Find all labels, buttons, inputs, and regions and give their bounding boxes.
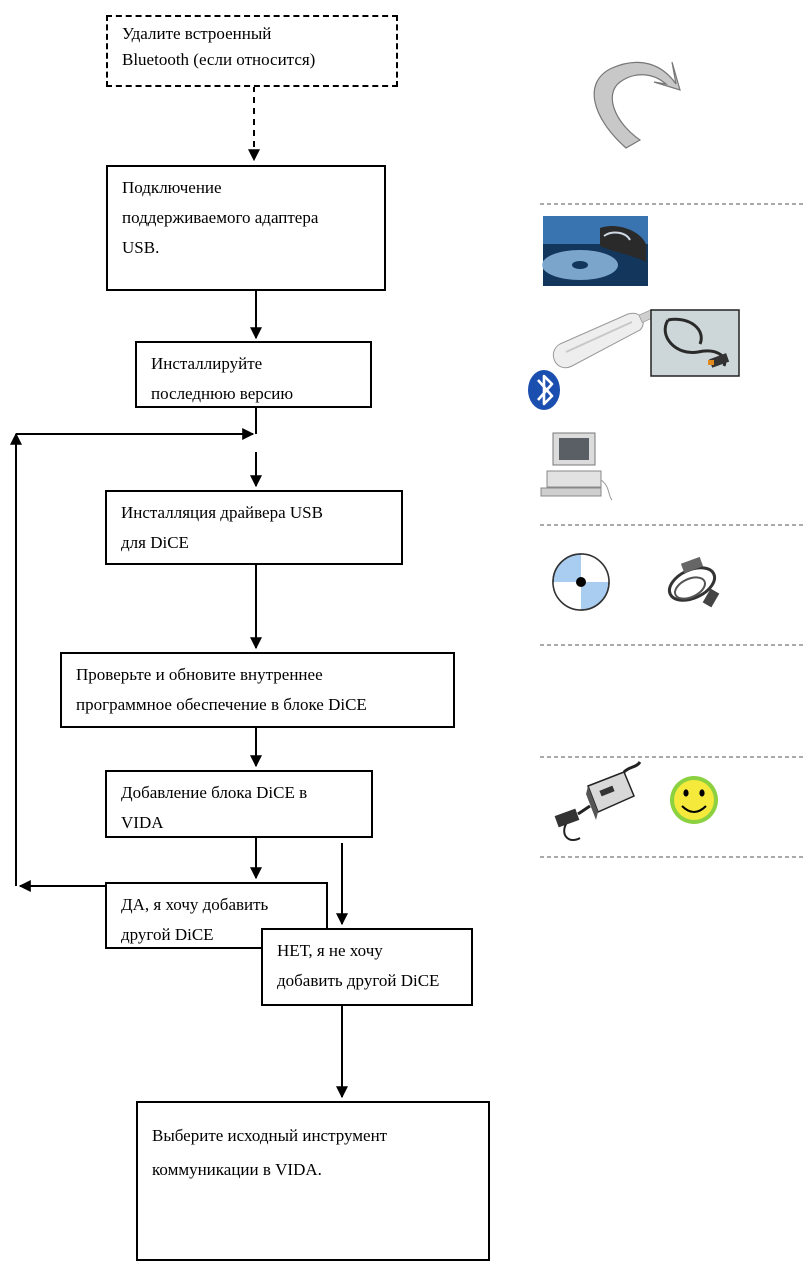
step-text-line: коммуникации в VIDA. [152, 1160, 322, 1179]
step-no-add-another: НЕТ, я не хочу добавить другой DiCE [261, 928, 473, 1006]
usb-adapter-icon [552, 308, 656, 369]
step-remove-bluetooth: Удалите встроенный Bluetooth (если относ… [106, 15, 398, 87]
step-add-dice: Добавление блока DiCE в VIDA [105, 770, 373, 838]
step-text-line: поддерживаемого адаптера [122, 208, 319, 227]
step-text-line: программное обеспечение в блоке DiCE [76, 695, 367, 714]
connectors [10, 86, 348, 1099]
step-text-line: Добавление блока DiCE в [121, 783, 308, 802]
step-text-line: Подключение [122, 178, 222, 197]
step-install-usb-driver: Инсталляция драйвера USB для DiCE [105, 490, 403, 565]
step-text-line: Инсталлируйте [151, 354, 263, 373]
install-disc-photo [542, 216, 648, 286]
separators [540, 203, 806, 858]
step-text-line: Проверьте и обновите внутреннее [76, 665, 323, 684]
step-text-line: Инсталляция драйвера USB [121, 503, 323, 522]
step-yes-add-another: ДА, я хочу добавить другой DiCE [105, 882, 328, 949]
step-install-latest: Инсталлируйте последнюю версию [135, 341, 372, 408]
bluetooth-icon [528, 370, 560, 410]
step-select-tool: Выберите исходный инструмент коммуникаци… [136, 1101, 490, 1261]
step-update-firmware: Проверьте и обновите внутреннее программ… [60, 652, 455, 728]
step-text-line: другой DiCE [121, 925, 214, 944]
usb-cable-photo [650, 309, 740, 377]
step-text-line: для DiCE [121, 533, 189, 552]
step-text-line: ДА, я хочу добавить [121, 895, 269, 914]
dice-unit-icon [554, 761, 642, 842]
step-text-line: Выберите исходный инструмент [152, 1126, 388, 1145]
smiley-icon [670, 776, 718, 824]
step-text-line: Удалите встроенный [122, 24, 272, 43]
step-text-line: Bluetooth (если относится) [122, 50, 316, 69]
cable-icon [667, 556, 720, 608]
computer-icon [540, 432, 613, 501]
step-text-line: НЕТ, я не хочу [277, 941, 383, 960]
step-text-line: добавить другой DiCE [277, 971, 440, 990]
step-connect-adapter: Подключение поддерживаемого адаптера USB… [106, 165, 386, 291]
step-text-line: VIDA [121, 813, 164, 832]
step-text-line: USB. [122, 238, 160, 257]
cd-icon [552, 553, 610, 611]
step-text-line: последнюю версию [151, 384, 294, 403]
curved-arrow-icon [593, 61, 681, 149]
